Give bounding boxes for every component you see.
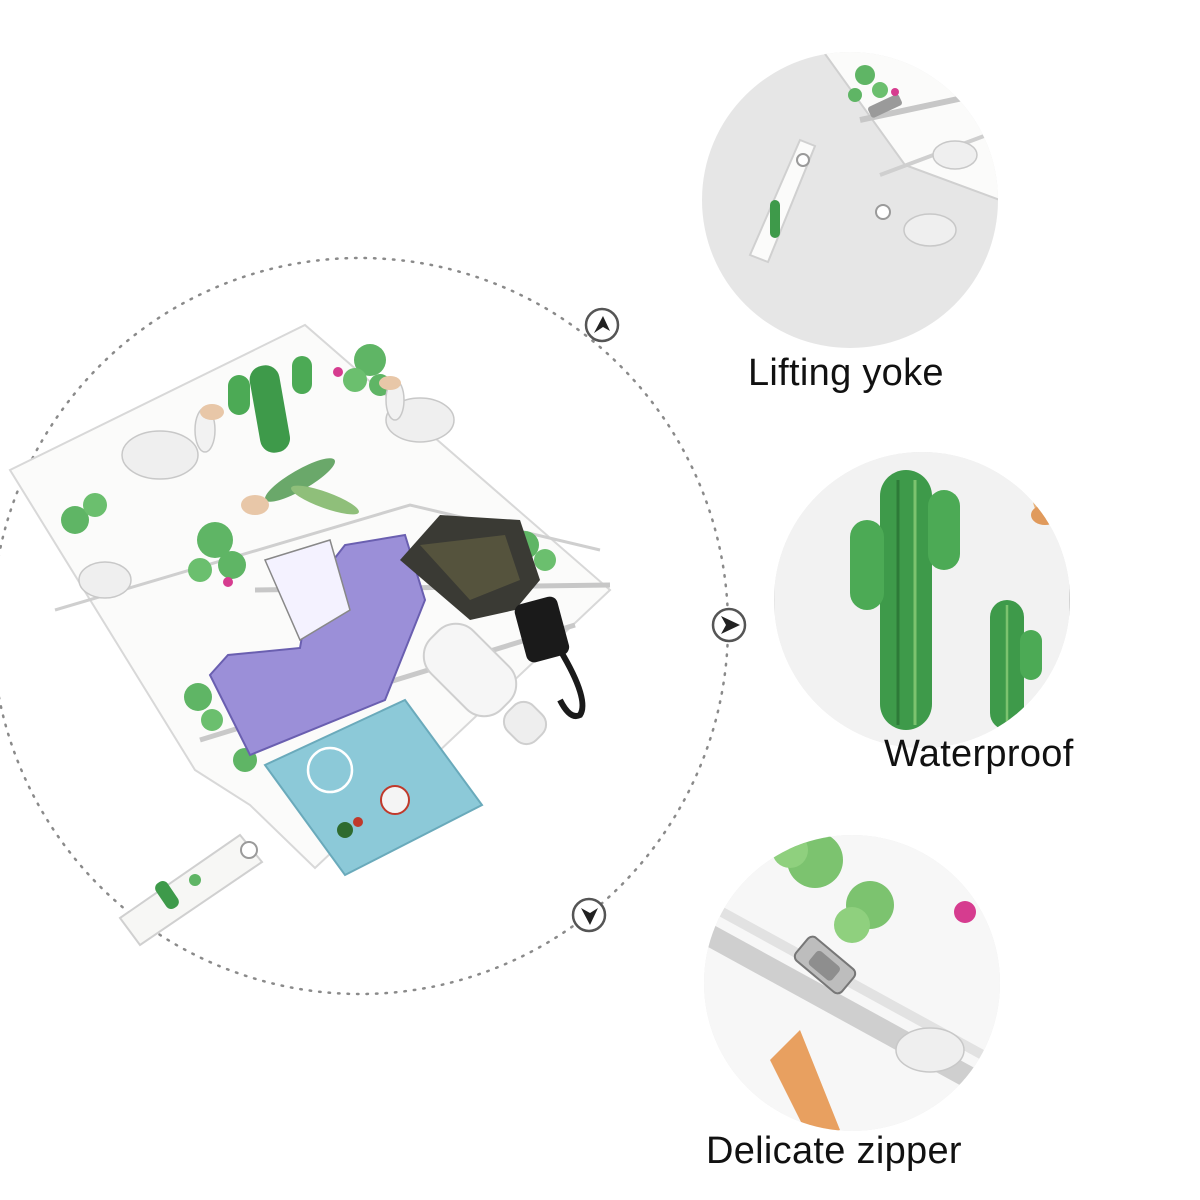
feature-label-lifting-yoke: Lifting yoke [748, 352, 944, 394]
bottle-item [422, 622, 548, 746]
arrow-connector-icon [711, 607, 747, 643]
arrow-connector-icon [584, 307, 620, 343]
arrow-connector-icon [571, 897, 607, 933]
cactus-llama-closeup [775, 452, 1070, 748]
feature-label-zipper: Delicate zipper [706, 1130, 962, 1172]
zipper-closeup [704, 835, 1000, 1131]
wet-bag-illustration [8, 323, 612, 947]
llama-pattern [78, 376, 455, 599]
feature-label-waterproof: Waterproof [884, 733, 1074, 775]
umbrella-item [400, 515, 586, 719]
zipper-pull-icon [793, 935, 857, 995]
pouch-item [263, 698, 484, 877]
lifting-yoke-strap [118, 833, 264, 947]
towel-item [208, 533, 427, 757]
